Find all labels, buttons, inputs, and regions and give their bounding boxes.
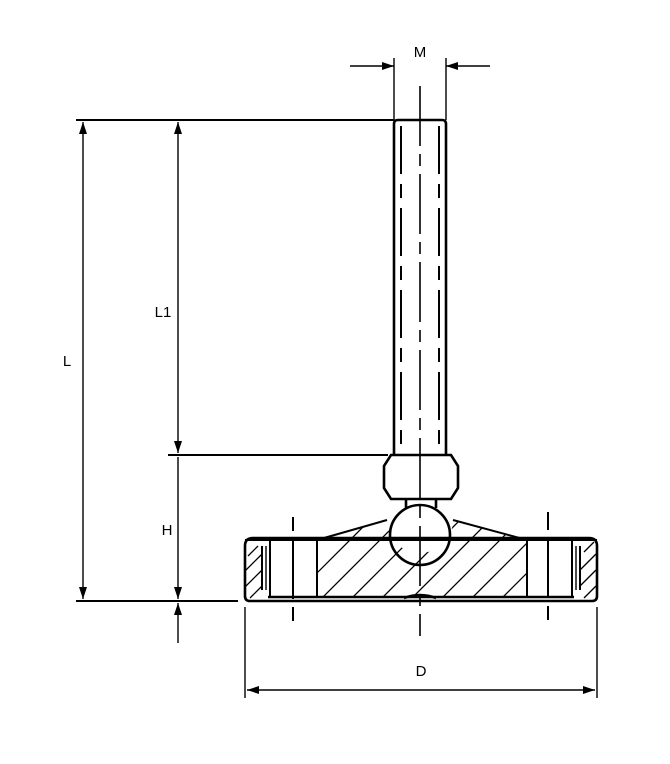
base-disc — [243, 512, 599, 632]
dimension-l: L — [63, 122, 87, 599]
dimension-l-label: L — [63, 353, 71, 370]
left-rim — [245, 540, 271, 599]
dimension-h: H — [162, 457, 182, 643]
dimension-h-label: H — [162, 522, 173, 539]
dimension-m-label: M — [414, 44, 427, 61]
dimension-m: M — [350, 44, 490, 120]
hex-collar — [382, 453, 460, 501]
bottom-pad — [268, 593, 574, 600]
dimension-l1-label: L1 — [155, 304, 172, 321]
extension-lines — [76, 119, 394, 602]
dimension-d-label: D — [416, 663, 427, 680]
dimension-l1: L1 — [155, 122, 182, 453]
dimension-d: D — [244, 607, 598, 698]
right-rim — [571, 540, 597, 599]
